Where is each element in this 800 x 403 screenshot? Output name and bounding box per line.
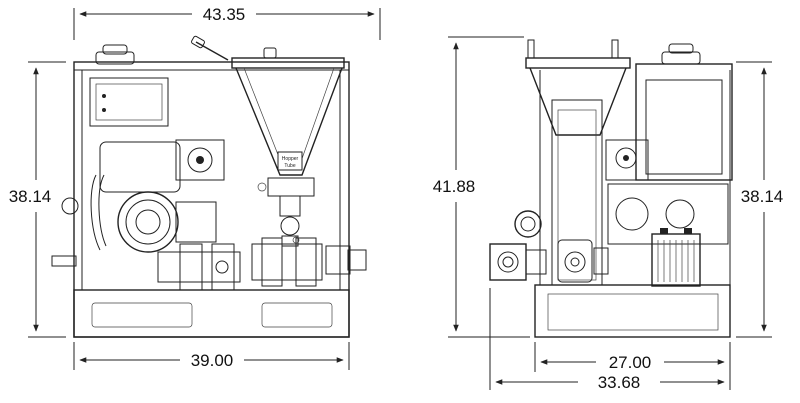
battery-ribs [657, 240, 695, 282]
dim-side-width-total: 33.68 [598, 373, 641, 392]
dim-side-height: 38.14 [741, 187, 784, 206]
dim-front-height: 38.14 [9, 187, 52, 206]
hopper-label-top: Hopper [282, 156, 299, 162]
dim-front-width-base: 39.00 [191, 351, 234, 370]
side-view [489, 39, 733, 338]
dim-side-width-base: 27.00 [609, 353, 652, 372]
dim-front-width-top: 43.35 [203, 5, 246, 24]
hopper-label-bottom: Tube [284, 163, 295, 169]
front-view: Hopper Tube [51, 35, 367, 338]
dimension-lines [28, 8, 772, 390]
dim-side-height-total: 41.88 [433, 177, 476, 196]
